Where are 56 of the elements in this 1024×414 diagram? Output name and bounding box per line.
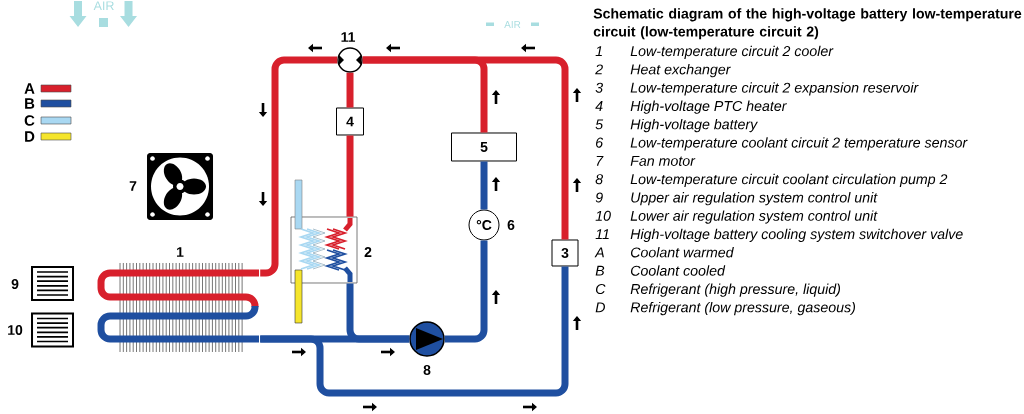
battery-box: 5	[451, 132, 517, 162]
air-label: AIR	[93, 1, 114, 10]
callout-number: 11	[341, 32, 356, 42]
control-unit-symbol	[31, 266, 74, 301]
callout-number: 10	[8, 325, 23, 335]
heat-exchanger	[290, 179, 358, 324]
key-number: 7	[596, 156, 604, 166]
valve-symbol	[337, 47, 363, 73]
key-number: 5	[595, 119, 604, 130]
key-text: Low-temperature coolant circuit 2 temperature sensor	[630, 137, 968, 151]
key-number: 11	[595, 229, 609, 239]
heater-box: 4	[336, 107, 364, 136]
key-number: 2	[595, 64, 603, 75]
callout-number: 7	[129, 181, 137, 191]
legend-label: B	[25, 98, 35, 109]
air-label: AIR	[504, 21, 521, 28]
fan-symbol	[147, 153, 213, 220]
key-number: 4	[595, 101, 603, 111]
key-text: Lower air regulation system control unit	[630, 210, 878, 224]
callout-number: 2	[364, 247, 372, 257]
key-text: Refrigerant (low pressure, gaseous)	[630, 301, 856, 316]
key-text: High-voltage battery cooling system switchover valve	[630, 228, 963, 242]
key-number: 9	[595, 192, 603, 203]
callout-number: 8	[423, 365, 431, 375]
key-text: Low-temperature circuit 2 cooler	[630, 45, 834, 59]
key-number: 10	[595, 210, 611, 221]
key-number: 6	[596, 137, 604, 148]
callout-number: 6	[507, 220, 515, 230]
key-text: Refrigerant (high pressure, liquid)	[630, 283, 841, 297]
pipe	[346, 72, 354, 108]
key-number: A	[594, 247, 604, 258]
key-text: Heat exchanger	[630, 64, 731, 78]
key-text: Coolant cooled	[631, 265, 726, 276]
key-text: High-voltage battery	[630, 118, 758, 133]
legend-label: A	[24, 83, 35, 94]
control-unit-symbol	[31, 312, 74, 348]
legend-label: C	[24, 115, 35, 126]
key-number: 8	[595, 174, 603, 185]
key-text: Low-temperature circuit 2 expansion reservoir	[630, 82, 919, 96]
pump-symbol	[409, 321, 445, 357]
key-number: D	[595, 302, 605, 313]
key-text: Fan motor	[630, 156, 696, 166]
callout-number: 9	[11, 279, 19, 289]
title: Schematic diagram of the high-voltage battery low-temperature circuit (low-temperature circuit 2)	[593, 8, 1022, 40]
key-number: 3	[595, 82, 603, 93]
key-text: High-voltage PTC heater	[630, 100, 787, 114]
legend-label: D	[25, 131, 35, 142]
key-number: B	[595, 265, 605, 276]
key-number: C	[596, 284, 606, 295]
reservoir-box: 3	[551, 239, 579, 267]
key-text: Low-temperature circuit coolant circulation pump 2	[630, 173, 948, 188]
pipe	[362, 56, 569, 240]
key-text: Coolant warmed	[631, 247, 734, 258]
callout-number: 1	[177, 247, 184, 257]
key-number: 1	[595, 46, 602, 56]
key-text: Upper air regulation system control unit	[631, 192, 878, 206]
